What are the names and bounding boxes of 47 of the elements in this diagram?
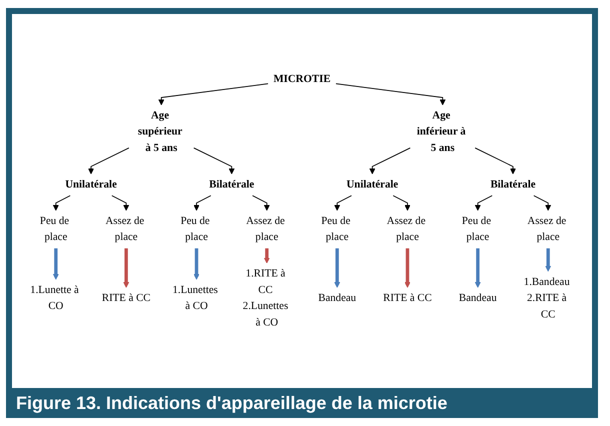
- node-text: RITE à CC: [102, 292, 151, 304]
- node-text: Assez de place: [386, 215, 426, 243]
- arrow: [334, 248, 340, 288]
- node-text: 1.Lunette à CO: [30, 284, 79, 312]
- node-text: RITE à CC: [383, 292, 432, 304]
- arrow: [52, 248, 59, 280]
- node-text: Bandeau: [318, 292, 356, 304]
- node-text: MICROTIE: [273, 73, 331, 85]
- node-text: Assez de place: [527, 215, 566, 243]
- arrow: [158, 83, 268, 106]
- arrow: [336, 83, 446, 106]
- arrow: [88, 148, 130, 174]
- node-text: Assez de place: [105, 215, 144, 243]
- arrow: [264, 248, 270, 264]
- node-text: Peu de place: [180, 215, 210, 243]
- node-text: Peu de place: [40, 215, 70, 243]
- node-text: Unilatérale: [65, 178, 117, 190]
- arrow: [404, 248, 410, 288]
- arrow: [194, 248, 200, 280]
- arrow: [392, 195, 410, 211]
- node-text: 1.RITE à CC 2.Lunettes à CO: [242, 268, 288, 328]
- node-text: 1.Lunettes à CO: [172, 284, 218, 312]
- node-text: Peu de place: [462, 215, 492, 243]
- node-text: Bandeau: [458, 292, 497, 304]
- arrow: [369, 148, 411, 174]
- node-text: Bilatérale: [209, 178, 254, 190]
- arrow: [252, 195, 270, 211]
- arrow: [193, 148, 235, 174]
- node-text: Age supérieur à 5 ans: [138, 110, 182, 154]
- figure-frame: MICROTIE Age supérieur à 5 ans Age inférieur à 5 ans Unilatérale Bilatérale Unilatérale Bilatérale Peu de place Assez de place Peu de place Assez de place Peu de place Assez de place Peu de place Assez de place 1.Lunette à CO RITE à CC 1.Lunettes à CO 1.RITE à CC 2.Lunettes à CO Bandeau RITE à CC Bandeau 1.Bandeau 2.RITE à CC Figure 13. Indications d'appareillage de la microtie: [6, 8, 598, 418]
- node-text: Unilatérale: [346, 178, 398, 190]
- arrow: [111, 195, 130, 211]
- arrow: [533, 195, 552, 211]
- arrow: [52, 195, 71, 211]
- node-text: 1.Bandeau 2.RITE à CC: [524, 276, 570, 320]
- arrow: [474, 148, 516, 174]
- arrow: [334, 195, 352, 211]
- node-text: Bilatérale: [490, 178, 536, 190]
- arrow: [474, 248, 481, 288]
- node-text: Age inférieur à 5 ans: [416, 110, 466, 154]
- node-text: Peu de place: [321, 215, 350, 243]
- arrow: [194, 195, 212, 211]
- figure-caption: Figure 13. Indications d'appareillage de la microtie: [12, 388, 592, 418]
- arrow: [545, 248, 552, 272]
- node-text: Assez de place: [246, 215, 285, 243]
- arrow: [474, 195, 493, 211]
- arrow: [123, 248, 130, 288]
